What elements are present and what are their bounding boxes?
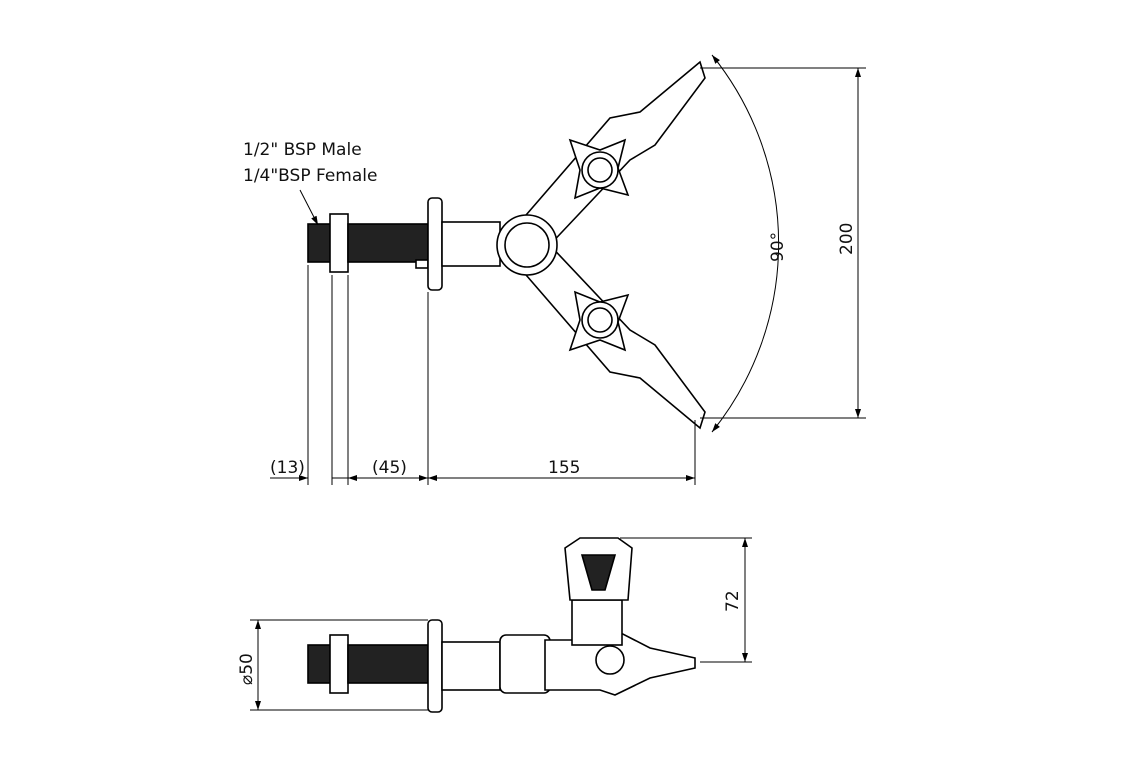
dim-reach: 155 [548,458,580,478]
callout-leader [299,189,319,226]
span-dimension: 200 [700,67,866,419]
dim-height: 72 [723,590,743,612]
lower-arm [518,238,706,430]
dim-angle: 90° [768,232,788,262]
dim-wall-depth: (45) [372,458,407,478]
wall-thread [307,213,429,273]
upper-arm [518,60,706,252]
flange [427,197,443,291]
callout-line1: 1/2" BSP Male [243,140,362,160]
horizontal-dimensions: (13) (45) 155 [270,265,696,485]
flange-diameter-dimension: ⌀50 [237,619,428,711]
height-dimension: 72 [620,537,752,663]
dim-span: 200 [837,223,857,255]
dim-flange-diameter: ⌀50 [237,653,257,685]
pipe [441,221,501,267]
side-view [307,537,696,713]
angle-dimension: 90° [711,54,788,433]
top-view [307,60,706,430]
dim-thread-length: (13) [270,458,305,478]
callout-line2: 1/4"BSP Female [243,166,377,186]
